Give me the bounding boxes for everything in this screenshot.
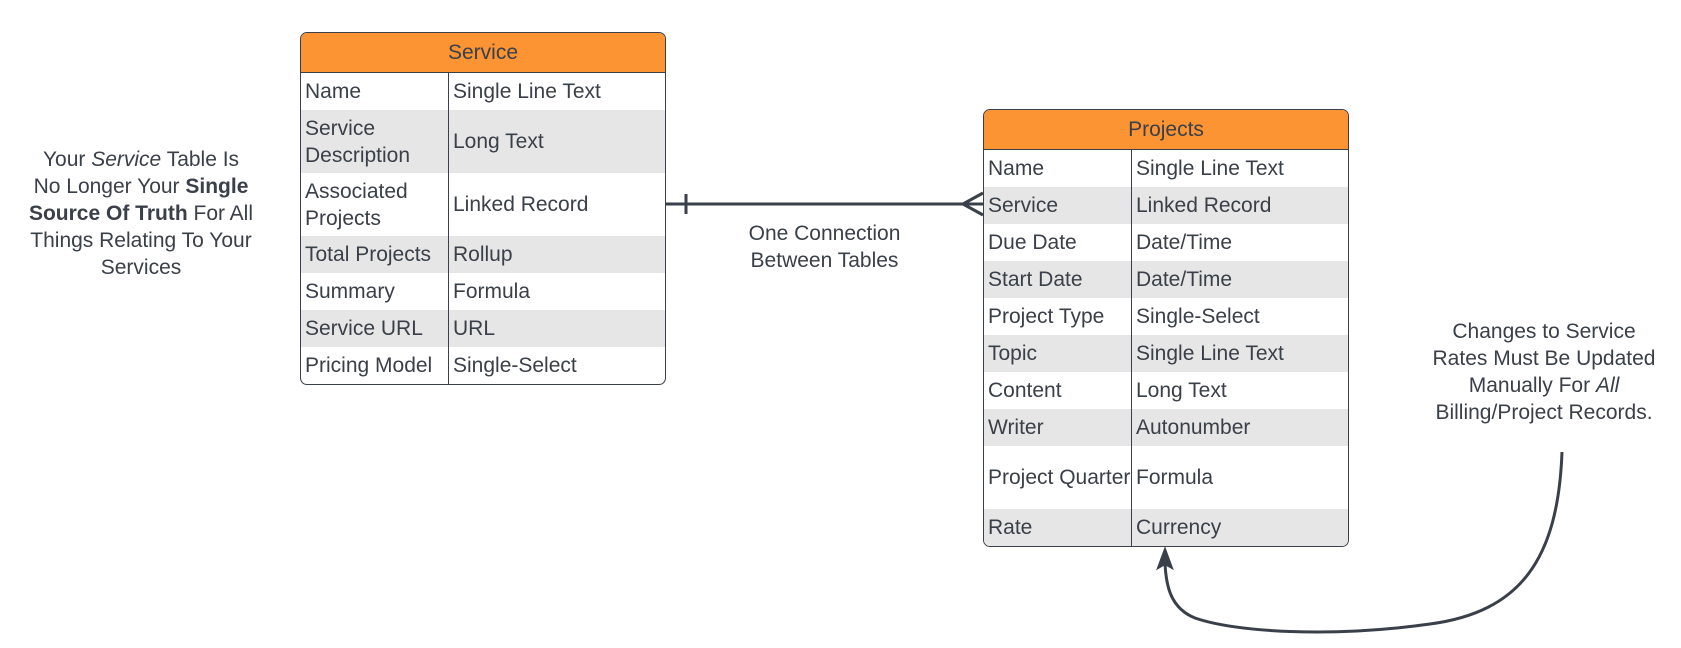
field-name: Content [984, 372, 1132, 409]
table-row[interactable]: Summary Formula [301, 273, 665, 310]
right-note-line-2: Rates Must Be Updated [1432, 347, 1656, 370]
field-type: Formula [453, 280, 531, 303]
field-name: Start Date [984, 261, 1132, 298]
field-name: Project Quarter [984, 446, 1132, 509]
field-type: Linked Record [453, 193, 589, 216]
connection-label: One Connection Between Tables [722, 220, 927, 274]
relationship-connector[interactable] [666, 191, 984, 217]
field-name: Total Projects [301, 236, 449, 273]
field-type: Formula [1136, 466, 1214, 489]
table-row[interactable]: Project Type Single-Select [984, 298, 1348, 335]
field-name: Service [984, 187, 1132, 224]
projects-table-header: Projects [984, 110, 1348, 150]
table-row[interactable]: Name Single Line Text [984, 150, 1348, 187]
field-type: Single-Select [1136, 305, 1260, 328]
table-row[interactable]: Due Date Date/Time [984, 224, 1348, 261]
table-row[interactable]: Pricing Model Single-Select [301, 347, 665, 384]
field-name: Associated Projects [301, 173, 449, 236]
update-arrow-curve [1163, 451, 1564, 634]
table-row[interactable]: Associated Projects Linked Record [301, 173, 665, 236]
update-arrow[interactable] [1156, 451, 1564, 634]
table-row[interactable]: Service Description Long Text [301, 110, 665, 173]
field-type: Single Line Text [1136, 342, 1284, 365]
table-row[interactable]: Rate Currency [984, 509, 1348, 546]
table-row[interactable]: Service Linked Record [984, 187, 1348, 224]
field-name: Project Type [984, 298, 1132, 335]
field-name: Service URL [301, 310, 449, 347]
right-note-line-3: Manually For All [1468, 374, 1620, 397]
field-name: Summary [301, 273, 449, 310]
connection-label-line-1: One Connection [748, 222, 901, 245]
table-row[interactable]: Writer Autonumber [984, 409, 1348, 446]
update-arrow-head [1156, 546, 1174, 571]
field-name: Topic [984, 335, 1132, 372]
field-type: Single Line Text [453, 80, 601, 103]
crowfoot-top [962, 191, 984, 206]
field-type: Rollup [453, 243, 513, 266]
table-row[interactable]: Total Projects Rollup [301, 236, 665, 273]
left-note-line-2: No Longer Your Single [33, 175, 249, 198]
field-name: Service Description [301, 110, 449, 173]
right-note-line-1: Changes to Service [1452, 320, 1636, 343]
left-note: Your Service Table Is No Longer Your Sin… [12, 146, 270, 281]
service-table[interactable]: Service Name Single Line Text Service De… [300, 32, 666, 385]
field-name: Rate [984, 509, 1132, 546]
table-row[interactable]: Service URL URL [301, 310, 665, 347]
left-note-line-1: Your Service Table Is [42, 148, 240, 171]
field-type: Single-Select [453, 354, 577, 377]
projects-table[interactable]: Projects Name Single Line Text Service L… [983, 109, 1349, 547]
field-type: Date/Time [1136, 231, 1233, 254]
service-table-header: Service [301, 33, 665, 73]
left-note-line-5: Services [100, 256, 182, 279]
right-note: Changes to Service Rates Must Be Updated… [1418, 318, 1670, 426]
table-row[interactable]: Topic Single Line Text [984, 335, 1348, 372]
left-note-line-3: Source Of Truth For All [28, 202, 254, 225]
crowfoot-bottom [962, 202, 984, 217]
field-name: Name [984, 150, 1132, 187]
right-note-line-4: Billing/Project Records. [1435, 401, 1653, 424]
table-row[interactable]: Content Long Text [984, 372, 1348, 409]
field-type: Long Text [1136, 379, 1227, 402]
table-row[interactable]: Project Quarter Formula [984, 446, 1348, 509]
field-type: Long Text [453, 130, 544, 153]
field-name: Pricing Model [301, 347, 449, 384]
field-type: URL [453, 317, 496, 340]
connection-label-line-2: Between Tables [750, 249, 899, 272]
field-name: Writer [984, 409, 1132, 446]
field-type: Autonumber [1136, 416, 1251, 439]
table-row[interactable]: Start Date Date/Time [984, 261, 1348, 298]
field-name: Name [301, 73, 449, 110]
field-type: Linked Record [1136, 194, 1272, 217]
field-name: Due Date [984, 224, 1132, 261]
left-note-line-4: Things Relating To Your [30, 229, 252, 252]
table-row[interactable]: Name Single Line Text [301, 73, 665, 110]
field-type: Single Line Text [1136, 157, 1284, 180]
field-type: Currency [1136, 516, 1222, 539]
field-type: Date/Time [1136, 268, 1233, 291]
